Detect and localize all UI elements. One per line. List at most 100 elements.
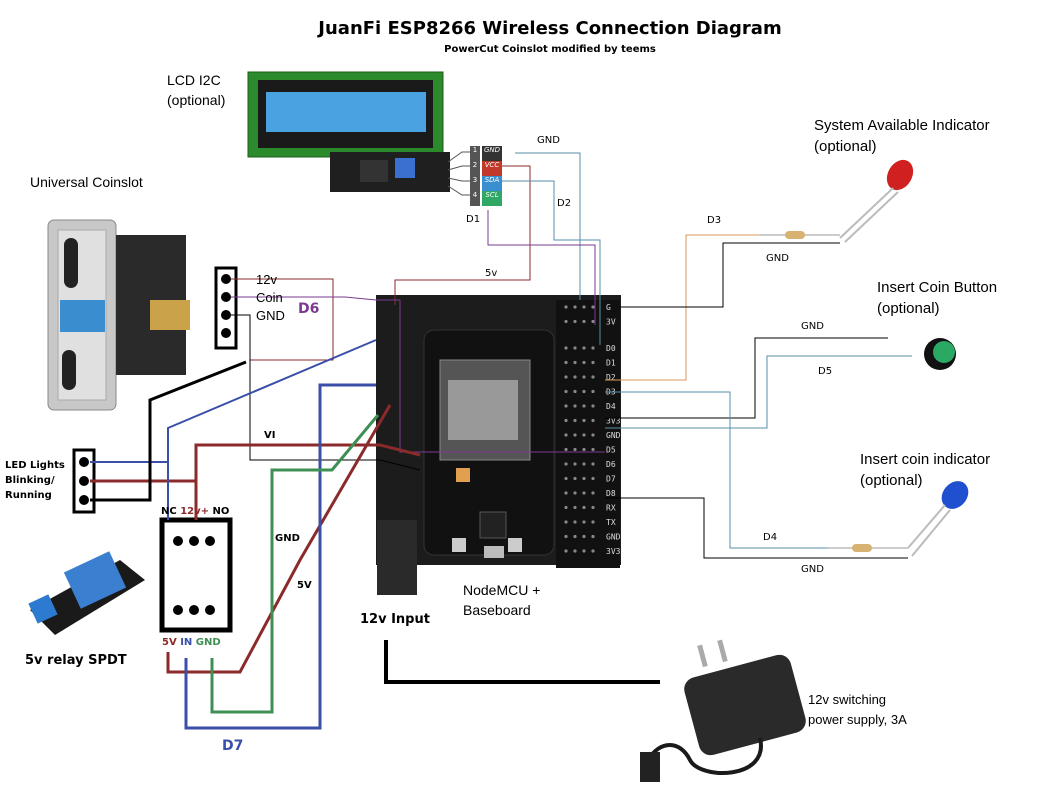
baseboard-pin-label: D5 xyxy=(606,446,616,455)
header-pin xyxy=(573,534,577,539)
system-led-label: System Available Indicator (optional) xyxy=(814,117,990,155)
wire-label-coin-gnd: GND xyxy=(801,564,824,575)
baseboard-pin-label: G xyxy=(606,303,611,312)
header-pin xyxy=(564,476,568,481)
wire-label-relay-5v: 5V xyxy=(297,580,312,591)
coinslot-connector xyxy=(214,266,238,350)
i2c-pin-sda: 3 SDA xyxy=(470,176,502,191)
coin-led-label: Insert coin indicator (optional) xyxy=(860,451,991,489)
header-pin xyxy=(564,375,568,379)
header-pin xyxy=(582,404,586,408)
wire-coinslot-coin xyxy=(231,296,605,453)
wire-led-red xyxy=(90,443,421,483)
header-pin xyxy=(591,433,595,437)
resistor-d3 xyxy=(760,231,840,239)
header-pin xyxy=(564,319,568,324)
coinslot-pin-12v: 12v xyxy=(256,272,277,287)
coinslot-signal-d6: D6 xyxy=(298,301,320,317)
header-pin xyxy=(573,520,577,524)
header-pin xyxy=(582,476,586,481)
baseboard-pin-label: D6 xyxy=(606,460,616,469)
header-pin xyxy=(573,433,577,437)
coinslot-pin-coin: Coin xyxy=(256,290,283,305)
wire-coin-led-d4 xyxy=(605,391,828,549)
baseboard-pin-label: GND xyxy=(606,431,621,440)
diagram-subtitle: PowerCut Coinslot modified by teems xyxy=(444,44,656,55)
header-pin xyxy=(582,305,586,309)
header-pin xyxy=(564,346,568,350)
baseboard-pin-label: D7 xyxy=(606,475,616,484)
baseboard-pin-label: GND xyxy=(606,533,621,542)
coin-button-green xyxy=(924,338,956,370)
resistor-d4 xyxy=(828,544,908,552)
header-pin xyxy=(582,433,586,437)
header-pin xyxy=(573,476,577,481)
relay-signal-d7: D7 xyxy=(222,738,244,754)
header-pin xyxy=(591,476,595,481)
header-pin xyxy=(573,346,577,350)
i2c-pin-tags: 1 GND 2 VCC 3 SDA 4 SCL xyxy=(470,146,502,206)
lcd-label: LCD I2C (optional) xyxy=(167,72,226,108)
header-pin xyxy=(591,305,595,309)
header-pin xyxy=(582,319,586,324)
wire-coin-led-gnd xyxy=(605,497,908,559)
header-pin xyxy=(564,534,568,539)
i2c-pin-scl: 4 SCL xyxy=(470,191,502,206)
wire-led-blue xyxy=(90,339,377,463)
baseboard-pin-label: D8 xyxy=(606,489,616,498)
header-pin xyxy=(591,534,595,539)
baseboard-pin-label: RX xyxy=(606,504,616,513)
wire-relay-gnd xyxy=(210,414,380,714)
header-pin xyxy=(591,346,595,350)
baseboard-pin-label: 3V3 xyxy=(606,547,621,556)
coinslot-pin-gnd: GND xyxy=(256,308,285,323)
wire-label-lcd-vcc: 5v xyxy=(485,268,498,279)
header-pin xyxy=(564,447,568,452)
baseboard-pin-label: D2 xyxy=(606,373,616,382)
header-pin xyxy=(573,549,577,553)
nodemcu-baseboard xyxy=(376,295,621,595)
baseboard-pin-label: D0 xyxy=(606,344,616,353)
header-pin xyxy=(591,505,595,510)
lcd-i2c-module xyxy=(247,71,450,192)
wire-sys-led-gnd xyxy=(620,242,840,308)
diagram-title: JuanFi ESP8266 Wireless Connection Diagr… xyxy=(318,18,782,39)
header-pin xyxy=(573,319,577,324)
relay-bottom-pins: 5V IN GND xyxy=(162,637,221,648)
power-input-label: 12v Input xyxy=(360,612,430,627)
header-pin xyxy=(564,491,568,495)
header-pin xyxy=(582,346,586,350)
system-led-red xyxy=(839,159,914,243)
header-pin xyxy=(564,418,568,423)
wire-lcd-vcc xyxy=(394,165,531,305)
header-pin xyxy=(564,505,568,510)
header-pin xyxy=(564,404,568,408)
wire-relay-in-d7 xyxy=(184,383,376,730)
wire-label-sys-d3: D3 xyxy=(707,215,722,226)
header-pin xyxy=(573,404,577,408)
header-pin xyxy=(564,360,568,365)
coinslot-label: Universal Coinslot xyxy=(30,174,143,190)
header-pin xyxy=(582,491,586,495)
baseboard-pin-label: 3V3 xyxy=(606,417,621,426)
relay-module-image xyxy=(28,551,145,635)
wire-lcd-gnd xyxy=(515,152,581,300)
power-supply-image xyxy=(640,639,806,782)
header-pin xyxy=(573,305,577,309)
header-pin xyxy=(573,491,577,495)
header-pin xyxy=(573,447,577,452)
wire-label-relay-gnd: GND xyxy=(275,533,300,544)
header-pin xyxy=(564,549,568,553)
baseboard-pin-label: D1 xyxy=(606,359,616,368)
header-pin xyxy=(582,389,586,394)
header-pin xyxy=(591,520,595,524)
header-pin xyxy=(582,447,586,452)
wire-12v-input xyxy=(384,640,660,684)
nodemcu-label: NodeMCU + Baseboard xyxy=(463,582,541,618)
header-pin xyxy=(582,360,586,365)
wire-label-vi: VI xyxy=(264,430,276,441)
wire-button-d5 xyxy=(605,355,912,429)
wire-label-btn-d5: D5 xyxy=(818,366,833,377)
